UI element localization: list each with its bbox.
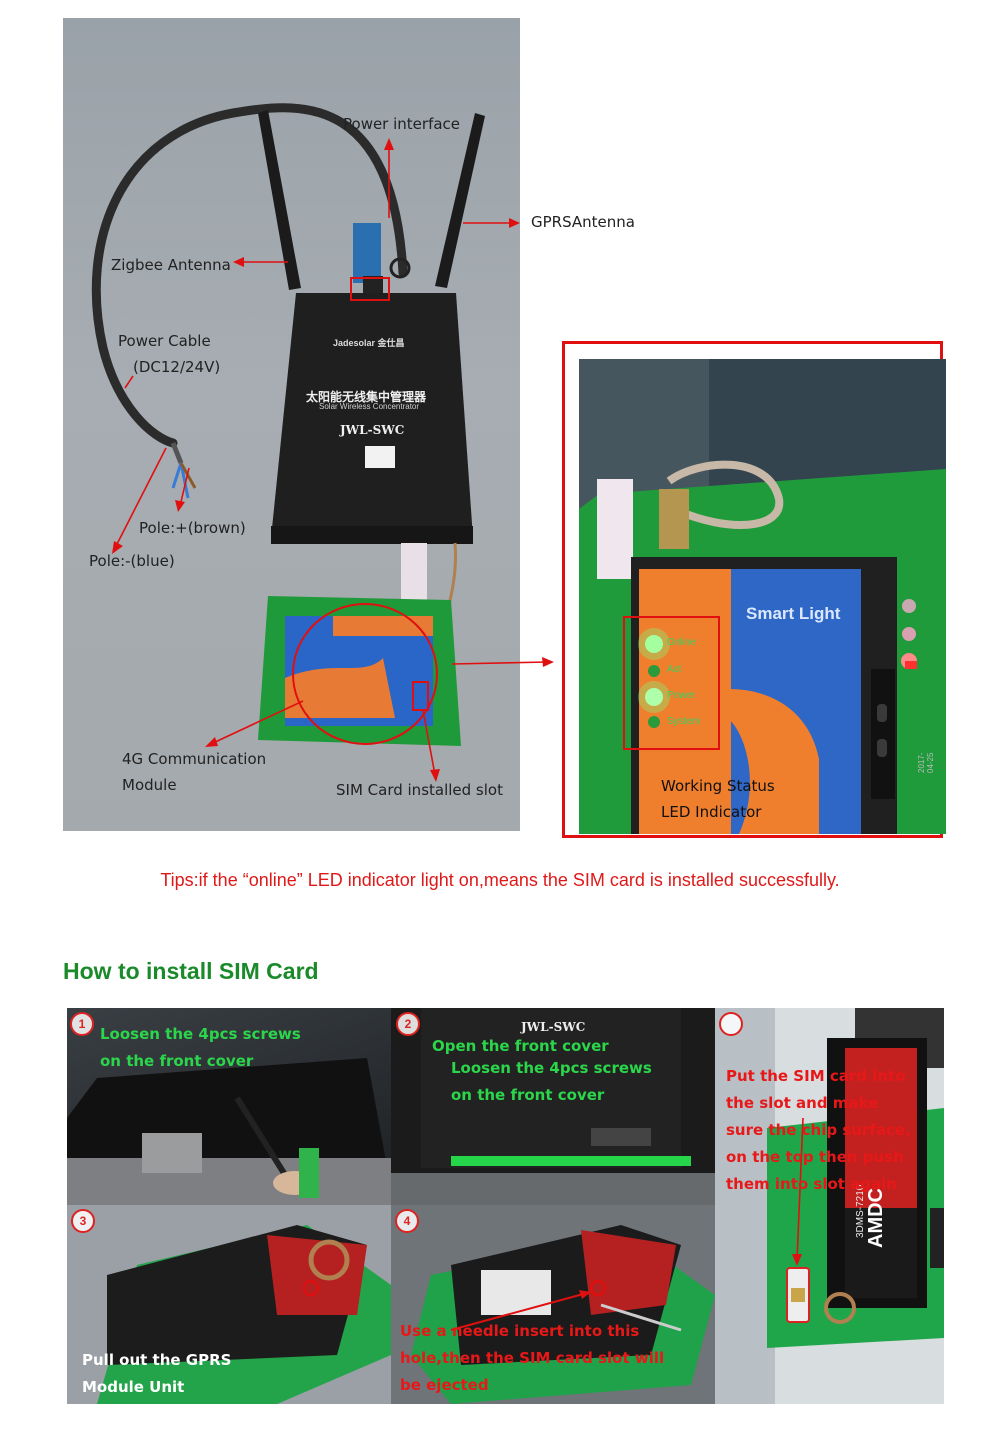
step-1-line2: on the front cover (100, 1052, 254, 1070)
label-zigbee-antenna: Zigbee Antenna (111, 256, 231, 274)
tip-text: Tips:if the “online” LED indicator light… (160, 870, 840, 890)
step-number-sim (719, 1012, 743, 1036)
device-title-cn: 太阳能无线集中管理器 (306, 390, 427, 404)
product-illustration (91, 103, 520, 782)
step-sim-line5: them into slot again (726, 1175, 897, 1193)
device-brand: Jadesolar 金仕昌 (333, 338, 405, 348)
label-pole-plus: Pole:+(brown) (139, 519, 246, 537)
device-model: JWL-SWC (340, 423, 405, 437)
step-panel-2: JWL-SWC 2 Open the front cover Loosen th… (391, 1008, 715, 1205)
label-power-cable-voltage: (DC12/24V) (133, 358, 221, 376)
step-sim-line4: on the top then push (726, 1148, 904, 1166)
main-product-photo: Jadesolar 金仕昌 太阳能无线集中管理器 Solar Wireless … (63, 18, 520, 831)
step-number-3: 3 (71, 1209, 95, 1233)
step-panel-4: 4 Use a needle insert into this hole,the… (391, 1205, 715, 1404)
led-label-power: Power (667, 690, 696, 701)
step-4-line1: Use a needle insert into this (400, 1322, 640, 1340)
device-subtitle: Solar Wireless Concentrator (319, 402, 420, 411)
step-2-device-model: JWL-SWC (521, 1020, 586, 1034)
step-2-line3: on the front cover (451, 1086, 605, 1104)
step-2-line1: Open the front cover (432, 1037, 609, 1055)
inset-photo: Smart Light Online Act Power System 2017… (579, 359, 946, 834)
step-sim-line1: Put the SIM card into (726, 1067, 906, 1085)
arrow-to-inset (452, 657, 554, 667)
step-number-1: 1 (70, 1012, 94, 1036)
inset-caption-line2: LED Indicator (661, 803, 762, 821)
led-indicator-inset: Smart Light Online Act Power System 2017… (562, 341, 946, 838)
step-4-line2: hole,then the SIM card slot will (400, 1349, 665, 1367)
label-power-interface: Power interface (343, 115, 461, 133)
led-label-system: System (667, 716, 701, 727)
label-power-cable: Power Cable (118, 332, 211, 350)
step-panel-1: 1 Loosen the 4pcs screws on the front co… (67, 1008, 391, 1205)
step-number-2: 2 (396, 1012, 420, 1036)
step-sim-line3: sure the chip surface, (726, 1121, 911, 1139)
step-3-line1: Pull out the GPRS (82, 1351, 232, 1369)
howto-title: How to install SIM Card (63, 958, 319, 984)
step-panel-sim: AMDC 3DMS-7210 Put the SIM card into the… (715, 1008, 944, 1404)
date-stamp: 2017-04-25 (917, 752, 935, 773)
step-1-line1: Loosen the 4pcs screws (100, 1025, 301, 1043)
step-sim-line2: the slot and make (726, 1094, 879, 1112)
smart-light-label: Smart Light (746, 604, 841, 623)
led-label-online: Online (667, 637, 696, 648)
label-4g-module-line1: 4G Communication (122, 750, 267, 768)
install-steps-grid: 1 Loosen the 4pcs screws on the front co… (67, 1008, 944, 1404)
step-panel-3: 3 Pull out the GPRS Module Unit (67, 1205, 391, 1404)
label-pole-minus: Pole:-(blue) (89, 552, 175, 570)
label-gprs-antenna: GPRSAntenna (531, 213, 635, 231)
led-label-act: Act (667, 664, 682, 675)
label-4g-module-line2: Module (122, 776, 177, 794)
step-2-line2: Loosen the 4pcs screws (451, 1059, 652, 1077)
inset-caption-line1: Working Status (661, 777, 775, 795)
step-4-line3: be ejected (400, 1376, 489, 1394)
label-sim-slot: SIM Card installed slot (336, 781, 503, 799)
step-3-line2: Module Unit (82, 1378, 185, 1396)
step-number-4: 4 (395, 1209, 419, 1233)
